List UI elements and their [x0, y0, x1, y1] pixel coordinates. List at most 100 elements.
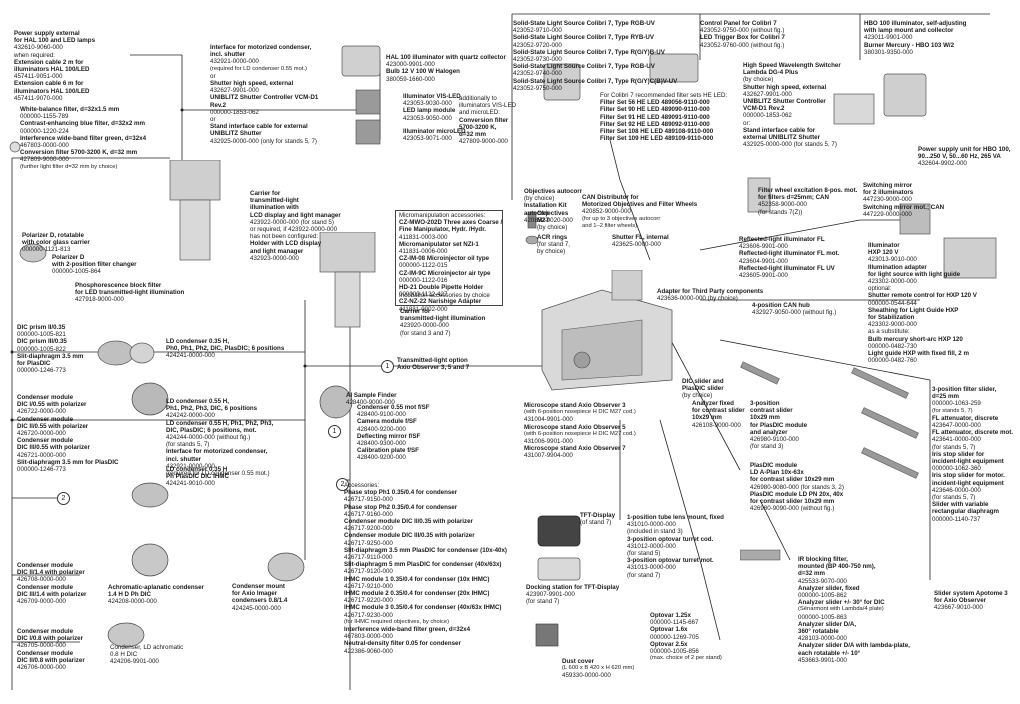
part-number: (by choice): [537, 224, 568, 232]
part-name: White-balance filter, d=32x1.5 mm: [20, 106, 120, 113]
label-block-b30: For Colibri 7 recommended filter sets HE…: [600, 92, 727, 142]
dic-prism-illustration: [97, 340, 155, 366]
part-number: or: [210, 116, 216, 124]
part-number: 423606-9901-000: [739, 243, 788, 251]
part-number: 432610-9060-000: [14, 44, 63, 52]
part-number: 423052-9740-000: [513, 70, 562, 78]
part-name: mounted (BP 400-750 nm),: [798, 563, 876, 571]
part-number: 432925-0000-000 (for stands 5, 7): [743, 141, 837, 149]
part-name: 3-position filter slider,: [932, 386, 997, 393]
part-name: condensers 0.8/1.4: [232, 597, 288, 605]
part-number: 431007-9904-000: [524, 452, 573, 460]
part-name: DIC prism III/0.35: [17, 338, 67, 346]
part-number: 467803-0000-000: [20, 142, 69, 150]
part-name: Condenser module: [17, 583, 74, 591]
part-name: Iris stop slider for motor.: [932, 472, 1005, 480]
part-number: (for stand 7): [526, 598, 560, 606]
part-name: Shutter remote control for HXP 120 V: [868, 292, 977, 300]
part-number: 423013-9010-000: [868, 256, 917, 264]
part-number: 0.8 H DIC: [110, 651, 138, 659]
part-number: 424208-0000-000: [108, 598, 157, 606]
part-name: with 2-position filter changer: [52, 261, 137, 269]
part-name: Calibration plate f/SF: [357, 447, 419, 455]
micro-part-number: 411831-0006-000: [399, 248, 448, 256]
part-name: FL attenuator, discrete mot.: [932, 429, 1014, 437]
part-number: Accessories:: [344, 482, 380, 489]
part-name: Reflected-light illuminator FL: [739, 236, 825, 243]
part-number: 431010-0000-000: [627, 521, 676, 529]
part-number: 426717-9160-000: [344, 510, 393, 518]
label-block-b50: TFT-Display(of stand 7): [580, 512, 615, 526]
part-number: 426717-9110-000: [344, 554, 393, 562]
part-name: LED lamp module: [403, 107, 456, 115]
part-number: 432627-9901-000: [210, 87, 259, 95]
part-name: for HAL 100 and LED lamps: [14, 37, 96, 45]
part-number: 426717-9230-000: [344, 611, 393, 619]
part-number: optional:: [868, 285, 892, 293]
part-number: 467803-0000-000: [344, 633, 393, 641]
part-number: 000000-1853-062: [743, 112, 792, 120]
part-name: Condenser module: [17, 437, 74, 445]
tft-display-illustration: [537, 515, 581, 547]
part-name: IR blocking filter,: [798, 556, 848, 563]
part-name: Camera module f/SF: [357, 418, 417, 426]
part-name: for contrast slider 10x29 mm: [750, 476, 835, 484]
part-name: Interface for motorized condenser,: [166, 448, 268, 456]
part-number: 423053-9050-000: [403, 114, 452, 122]
condenser-054-illustration: [131, 482, 169, 508]
part-name: Condenser module: [17, 562, 74, 569]
dust-cover-illustration: [535, 623, 559, 647]
part-number: 423052-9710-000: [513, 27, 562, 35]
part-number: (by choice): [682, 392, 713, 400]
part-number: 000000-1220-224: [20, 127, 69, 135]
label-block-b52: IR blocking filter,mounted (BP 400-750 n…: [798, 556, 910, 664]
micro-part-name: CZ-NZ-22 Narishige Adapter: [399, 298, 482, 306]
part-name: Burner Mercury - HBO 103 W/2: [864, 41, 955, 49]
part-number: 424244-0000-000 (without fig.): [166, 434, 251, 442]
part-number: (for stands 5, 7): [932, 443, 976, 451]
part-name: AI Sample Finder: [346, 392, 397, 399]
part-name: autocorr: [524, 209, 550, 217]
part-name: with color glass carrier: [22, 239, 90, 247]
part-name: Illuminator VIS-LED: [403, 93, 461, 100]
part-number: 423302-9000-000: [868, 321, 917, 329]
part-name: DIC II/0.55 with polarizer: [17, 422, 89, 430]
part-name: Extension cable 2 m for: [14, 58, 84, 66]
part-number: 000000-1269-705: [650, 633, 699, 641]
label-block-b36: Filter wheel excitation 8-pos. mot.for f…: [758, 187, 857, 216]
part-name: for light source with light guide: [868, 270, 961, 278]
label-block-b17: LD condenser 0.55 H,Ph1, Ph2, Ph3, DIC, …: [166, 398, 273, 477]
part-name: for Axio Observer: [934, 597, 987, 605]
part-name: for PlasDIC module: [750, 421, 808, 429]
part-number: 432604-9902-000: [918, 160, 967, 168]
part-number: when required:: [14, 51, 55, 59]
part-number: 427918-9000-000: [75, 296, 124, 304]
part-name: Microscope stand Axio Observer 5: [524, 423, 626, 431]
part-name: for Stabilization: [868, 314, 915, 322]
part-name: Interface for motorized condenser,: [210, 44, 312, 51]
part-name: and analyzer: [750, 428, 788, 436]
microscope-stand-illustration: [541, 270, 673, 391]
part-name: LED Trigger Box for Colibri 7: [700, 34, 785, 42]
part-number: (required for LD condenser 0.55 mot.): [166, 470, 270, 478]
part-name: Microscope stand Axio Observer 3: [524, 402, 626, 409]
part-number: 432921-0000-000: [166, 462, 215, 470]
part-number: 459330-0000-000: [562, 672, 611, 680]
part-number: 431006-9901-000: [524, 438, 573, 446]
slider-illustrations: [740, 361, 919, 561]
badge-two-small: 2: [336, 478, 349, 491]
part-number: by choice): [537, 248, 566, 256]
part-number: 423625-0000-000: [612, 241, 661, 249]
